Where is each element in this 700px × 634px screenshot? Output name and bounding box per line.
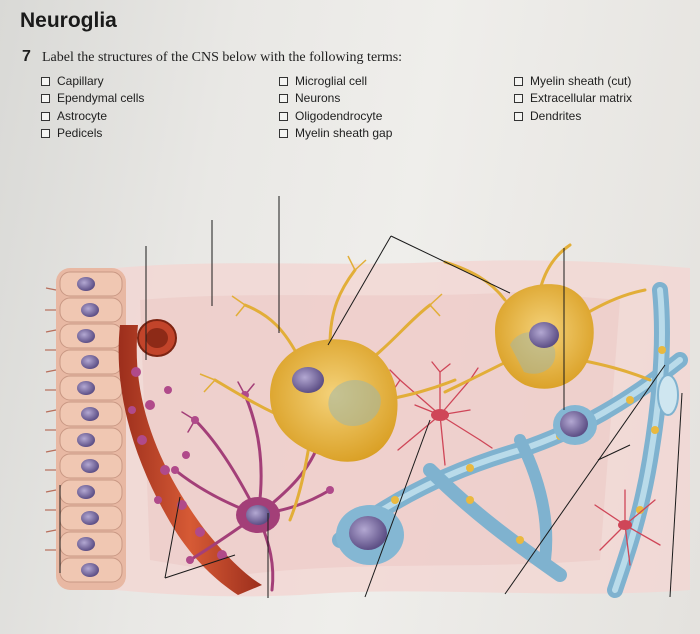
checkbox-icon[interactable] [279, 94, 288, 104]
term-label: Ependymal cells [57, 91, 145, 106]
term-label: Astrocyte [57, 108, 108, 123]
oligodendrocyte [332, 282, 688, 598]
capillary [118, 319, 262, 595]
term-label: Pedicels [57, 125, 103, 140]
term-item: Extracellular matrix [514, 90, 632, 107]
myelin-sheath-cut [657, 374, 679, 416]
term-item: Ependymal cells [41, 90, 144, 107]
checkbox-icon[interactable] [279, 111, 288, 121]
checkbox-icon[interactable] [41, 94, 50, 104]
term-label: Dendrites [530, 108, 582, 123]
microglial-cell [389, 361, 661, 566]
term-label: Capillary [57, 74, 104, 88]
question-number: 7 [22, 48, 31, 65]
checkbox-icon[interactable] [279, 77, 288, 87]
term-item: Myelin sheath (cut) [514, 73, 632, 90]
astrocyte [171, 381, 334, 592]
question-prompt: Label the structures of the CNS below wi… [42, 50, 403, 65]
checkbox-icon[interactable] [279, 129, 288, 139]
term-item: Neurons [279, 90, 392, 107]
ependymal-cells [45, 268, 126, 590]
term-label: Oligodendrocyte [295, 108, 383, 123]
term-item: Dendrites [514, 108, 632, 125]
page-title: Neuroglia [20, 9, 117, 32]
checkbox-icon[interactable] [514, 94, 523, 104]
term-label: Neurons [295, 91, 341, 106]
leader-lines [59, 196, 683, 598]
neuron [443, 243, 652, 394]
term-list-col2: Microglial cell Neurons Oligodendrocyte … [279, 73, 392, 142]
checkbox-icon[interactable] [514, 77, 523, 87]
term-item: Astrocyte [41, 108, 144, 125]
term-label: Extracellular matrix [530, 91, 633, 106]
term-item: Pedicels [41, 125, 144, 142]
checkbox-icon[interactable] [514, 111, 523, 121]
checkbox-icon[interactable] [41, 77, 50, 87]
neuron [199, 255, 457, 522]
term-list-col1: Capillary Ependymal cells Astrocyte Pedi… [41, 73, 144, 142]
myelin-sheath-gaps [391, 346, 666, 544]
term-label: Microglial cell [295, 74, 368, 88]
term-item: Myelin sheath gap [279, 125, 392, 142]
pedicels [128, 367, 227, 560]
term-list-col3: Myelin sheath (cut) Extracellular matrix… [514, 73, 632, 125]
term-item: Microglial cell [279, 73, 392, 90]
term-item: Capillary [41, 73, 144, 90]
term-item: Oligodendrocyte [279, 108, 392, 125]
checkbox-icon[interactable] [41, 129, 50, 139]
checkbox-icon[interactable] [41, 111, 50, 121]
term-label: Myelin sheath gap [295, 125, 393, 140]
term-label: Myelin sheath (cut) [530, 74, 632, 88]
